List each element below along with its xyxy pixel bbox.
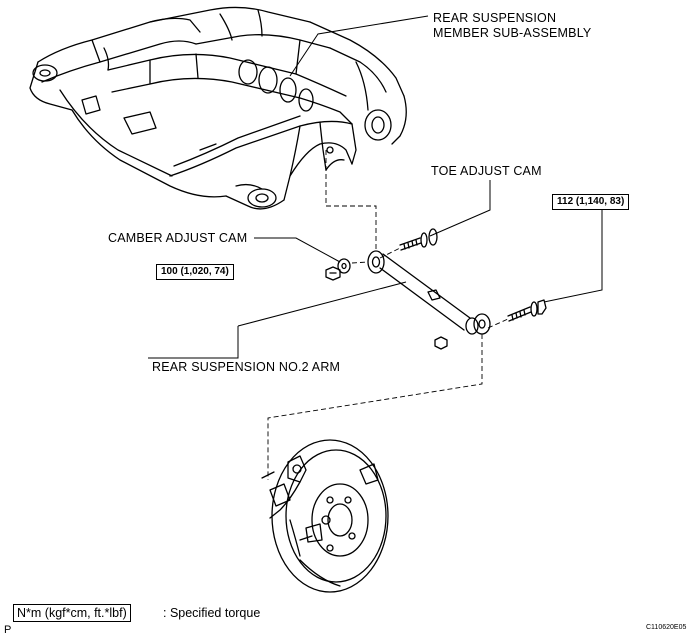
torque-box-nut-left: 100 (1,020, 74) (156, 264, 234, 280)
rear-suspension-no2-arm-drawing (367, 250, 491, 335)
bolt-right-drawing (507, 299, 547, 322)
toe-adjust-bolt-drawing (399, 228, 438, 251)
rear-suspension-member-drawing (29, 6, 407, 210)
nut-left-drawing (325, 266, 341, 281)
rear-axle-carrier-drawing (261, 439, 389, 593)
label-rear-suspension-member-line1: REAR SUSPENSION (433, 11, 557, 25)
figure-code: C110620E05 (646, 624, 687, 631)
alignment-dashed-lines (267, 150, 509, 480)
nut-lower-drawing (434, 336, 448, 350)
legend-unit-box: N*m (kgf*cm, ft.*lbf) (13, 604, 131, 622)
leader-lines (148, 15, 603, 359)
camber-adjust-cam-drawing (337, 258, 351, 274)
corner-letter: P (4, 624, 12, 636)
label-toe-adjust-cam: TOE ADJUST CAM (431, 164, 542, 178)
label-rear-suspension-member-line2: MEMBER SUB-ASSEMBLY (433, 26, 592, 40)
legend-specified-torque: : Specified torque (163, 606, 261, 620)
label-camber-adjust-cam: CAMBER ADJUST CAM (108, 231, 248, 245)
label-rear-suspension-no2-arm: REAR SUSPENSION NO.2 ARM (152, 360, 341, 374)
torque-box-bolt-right: 112 (1,140, 83) (552, 194, 630, 210)
